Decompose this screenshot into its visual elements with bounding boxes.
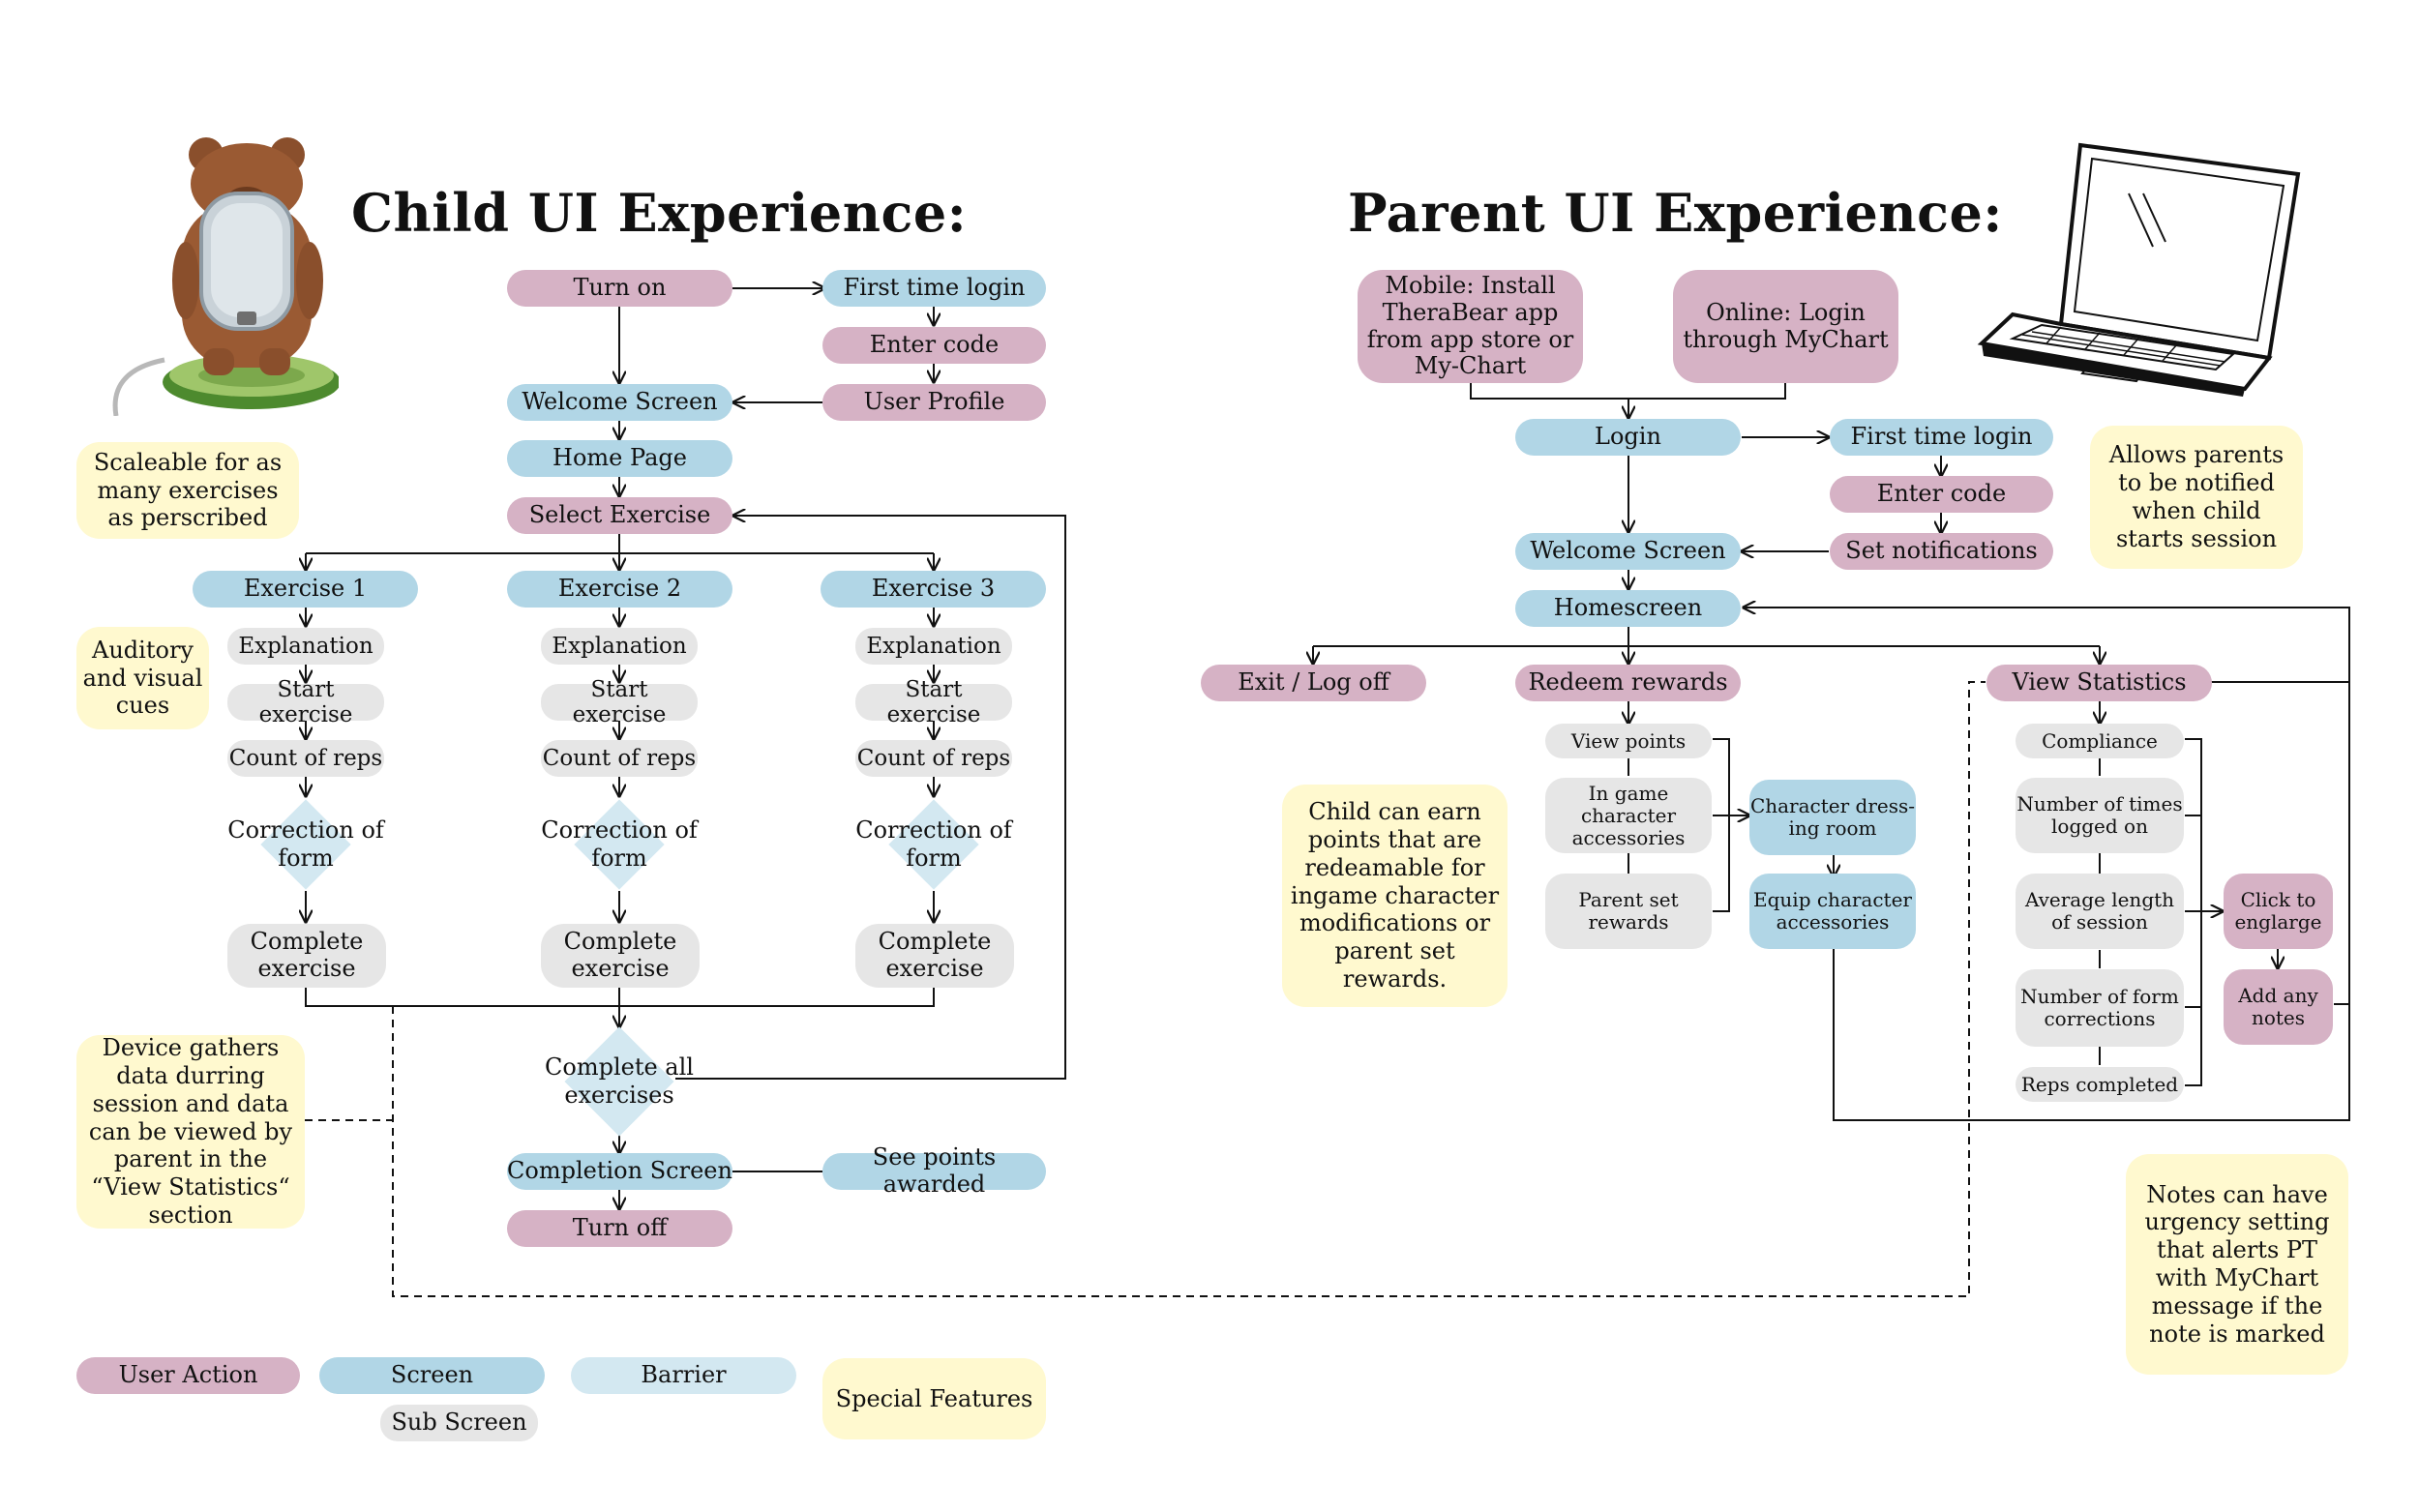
complete-all-exercises: Complete all exercises bbox=[527, 1026, 711, 1137]
exercise-1-node: Exercise 1 bbox=[193, 571, 418, 608]
view-points-node: View points bbox=[1545, 724, 1712, 758]
online-login-node: Online: Login through MyChart bbox=[1673, 270, 1898, 383]
exercise-1-complete: Complete exercise bbox=[227, 924, 386, 988]
parent-enter-code-node: Enter code bbox=[1830, 476, 2053, 513]
exercise-2-correction: Correction of form bbox=[523, 798, 716, 891]
times-logged-on-node: Number of times logged on bbox=[2016, 778, 2184, 853]
parent-first-login-node: First time login bbox=[1830, 419, 2053, 456]
auditory-note: Auditory and visual cues bbox=[76, 627, 209, 729]
allows-parents-note: Allows parents to be notified when child… bbox=[2090, 426, 2303, 569]
completion-screen-node: Completion Screen bbox=[507, 1153, 732, 1190]
child-enter-code-node: Enter code bbox=[822, 327, 1046, 364]
average-session-node: Average length of session bbox=[2016, 874, 2184, 949]
exercise-3-count: Count of reps bbox=[855, 740, 1012, 777]
set-notifications-node: Set notifications bbox=[1830, 533, 2053, 570]
exercise-2-complete: Complete exercise bbox=[541, 924, 700, 988]
parent-set-rewards-node: Parent set rewards bbox=[1545, 874, 1712, 949]
exercise-1-count: Count of reps bbox=[227, 740, 384, 777]
scaleable-note: Scaleable for as many exercises as persc… bbox=[76, 442, 299, 539]
exit-log-off-node: Exit / Log off bbox=[1201, 665, 1426, 701]
legend-special-features: Special Features bbox=[822, 1358, 1046, 1439]
exercise-3-explanation: Explanation bbox=[855, 628, 1012, 665]
in-game-accessories-node: In game character accessories bbox=[1545, 778, 1712, 853]
parent-welcome-screen-node: Welcome Screen bbox=[1515, 533, 1741, 570]
reps-completed-node: Reps completed bbox=[2016, 1067, 2184, 1102]
laptop-icon bbox=[1977, 142, 2301, 397]
turn-on-node: Turn on bbox=[507, 270, 732, 307]
select-exercise-node: Select Exercise bbox=[507, 497, 732, 534]
redeem-rewards-node: Redeem rewards bbox=[1515, 665, 1741, 701]
exercise-1-explanation: Explanation bbox=[227, 628, 384, 665]
exercise-3-complete: Complete exercise bbox=[855, 924, 1014, 988]
parent-ui-title: Parent UI Experience: bbox=[1348, 182, 2003, 244]
character-dressing-room-node: Character dress-ing room bbox=[1749, 780, 1916, 855]
form-corrections-node: Number of form corrections bbox=[2016, 969, 2184, 1047]
exercise-1-start: Start exercise bbox=[227, 677, 384, 727]
bear-device-icon bbox=[112, 137, 339, 416]
exercise-3-node: Exercise 3 bbox=[821, 571, 1046, 608]
urgency-note: Notes can have urgency setting that aler… bbox=[2126, 1154, 2348, 1375]
legend-barrier: Barrier bbox=[571, 1357, 796, 1394]
homescreen-node: Homescreen bbox=[1515, 590, 1741, 627]
exercise-2-explanation: Explanation bbox=[541, 628, 698, 665]
view-statistics-node: View Statistics bbox=[1986, 665, 2212, 701]
legend-sub-screen: Sub Screen bbox=[380, 1405, 538, 1441]
legend-user-action: User Action bbox=[76, 1357, 300, 1394]
child-welcome-screen-node: Welcome Screen bbox=[507, 384, 732, 421]
turn-off-node: Turn off bbox=[507, 1210, 732, 1247]
user-profile-node: User Profile bbox=[822, 384, 1046, 421]
device-data-note: Device gathers data durring session and … bbox=[76, 1034, 305, 1229]
home-page-node: Home Page bbox=[507, 440, 732, 477]
exercise-3-correction: Correction of form bbox=[837, 798, 1030, 891]
equip-accessories-node: Equip character accessories bbox=[1749, 874, 1916, 949]
add-notes-node: Add any notes bbox=[2224, 969, 2333, 1045]
mobile-install-node: Mobile: Install TheraBear app from app s… bbox=[1358, 270, 1583, 383]
legend-screen: Screen bbox=[319, 1357, 545, 1394]
exercise-3-start: Start exercise bbox=[855, 677, 1012, 727]
child-first-login-node: First time login bbox=[822, 270, 1046, 307]
earn-points-note: Child can earn points that are redeamabl… bbox=[1282, 785, 1508, 1007]
exercise-1-correction: Correction of form bbox=[209, 798, 403, 891]
exercise-2-start: Start exercise bbox=[541, 677, 698, 727]
click-to-enlarge-node: Click to englarge bbox=[2224, 874, 2333, 949]
compliance-node: Compliance bbox=[2016, 724, 2184, 758]
child-ui-title: Child UI Experience: bbox=[351, 182, 968, 244]
exercise-2-count: Count of reps bbox=[541, 740, 698, 777]
parent-login-node: Login bbox=[1515, 419, 1741, 456]
exercise-2-node: Exercise 2 bbox=[507, 571, 732, 608]
see-points-node: See points awarded bbox=[822, 1144, 1046, 1198]
